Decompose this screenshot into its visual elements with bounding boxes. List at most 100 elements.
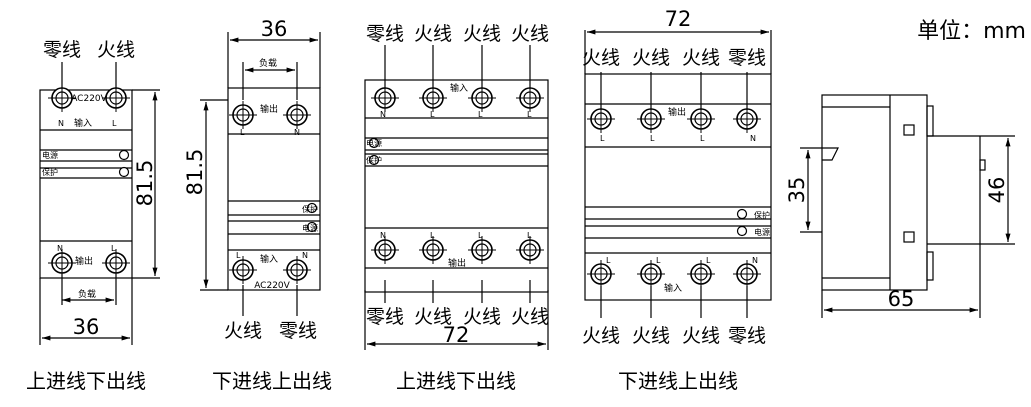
wire-label-neutral: 零线 [366, 23, 404, 45]
terminal-screw-icon [283, 256, 311, 284]
terminal-screw-icon [516, 84, 544, 112]
terminal-screw-icon [637, 260, 665, 288]
input-label: 输入 [74, 117, 92, 129]
terminal-screw-icon [371, 236, 399, 264]
terminal-screw-icon [587, 105, 615, 133]
depth-dimension: 46 [985, 177, 1009, 204]
output-label: 输出 [260, 103, 278, 115]
terminal-screw-icon [283, 101, 311, 129]
terminal-label-n: N [752, 256, 758, 265]
wire-label-live: 火线 [97, 39, 135, 61]
output-label: 输出 [75, 255, 93, 267]
wire-label-live: 火线 [632, 47, 670, 69]
depth-dimension: 35 [785, 177, 809, 204]
input-label: 输入 [260, 253, 278, 265]
terminal-screw-icon [468, 84, 496, 112]
terminal-label-l: L [236, 251, 241, 260]
load-label: 负载 [259, 57, 277, 69]
power-indicator-icon [306, 221, 318, 233]
terminal-screw-icon [229, 101, 257, 129]
input-label: 输入 [450, 82, 468, 94]
protect-indicator-icon [368, 154, 380, 166]
terminal-label-l: L [706, 256, 711, 265]
ac-voltage-label: AC220V [254, 281, 290, 291]
terminal-screw-icon [102, 249, 130, 277]
terminal-label-n: N [750, 134, 756, 143]
terminal-screw-icon [102, 84, 130, 112]
protect-indicator-icon [118, 166, 130, 178]
wire-label-live: 火线 [582, 47, 620, 69]
power-label: 电源 [302, 223, 318, 233]
terminal-label-l: L [650, 134, 655, 143]
wire-label-live: 火线 [511, 306, 549, 328]
wire-label-neutral: 零线 [728, 47, 766, 69]
terminal-screw-icon [516, 236, 544, 264]
terminal-screw-icon [468, 236, 496, 264]
terminal-label-l: L [240, 128, 245, 137]
wire-label-live: 火线 [463, 306, 501, 328]
power-indicator-icon [118, 149, 130, 161]
power-indicator-icon [736, 225, 748, 237]
height-dimension: 81.5 [133, 160, 157, 207]
load-label: 负载 [78, 288, 96, 300]
power-label: 电源 [754, 227, 770, 237]
protect-label: 保护 [366, 155, 382, 165]
wire-label-live: 火线 [414, 23, 452, 45]
terminal-label-l: L [430, 231, 435, 240]
terminal-label-l: L [111, 244, 116, 253]
wire-label-neutral: 零线 [728, 325, 766, 347]
height-dimension: 81.5 [183, 149, 207, 196]
terminal-label-l: L [430, 110, 435, 119]
terminal-label-l: L [527, 231, 532, 240]
terminal-label-n: N [302, 251, 308, 260]
terminal-screw-icon [587, 260, 615, 288]
width-dimension: 72 [665, 7, 692, 31]
terminal-screw-icon [48, 249, 76, 277]
wire-label-live: 火线 [632, 325, 670, 347]
width-dimension: 72 [443, 323, 470, 347]
terminal-screw-icon [687, 260, 715, 288]
wire-label-live: 火线 [682, 47, 720, 69]
power-indicator-icon [368, 137, 380, 149]
width-dimension: 65 [888, 287, 915, 311]
wire-label-neutral: 零线 [43, 39, 81, 61]
terminal-label-l: L [600, 134, 605, 143]
terminal-label-l: L [606, 256, 611, 265]
wire-label-live: 火线 [682, 325, 720, 347]
terminal-label-l: L [112, 119, 117, 128]
terminal-screw-icon [371, 84, 399, 112]
output-label: 输出 [668, 106, 686, 118]
caption: 下进线上出线 [618, 369, 738, 393]
unit-label: 单位：mm [917, 19, 1026, 44]
terminal-label-l: L [700, 134, 705, 143]
width-dimension: 36 [73, 315, 100, 339]
protect-indicator-icon [306, 202, 318, 214]
terminal-screw-icon [637, 105, 665, 133]
input-label: 输入 [664, 282, 682, 294]
terminal-label-l: L [656, 256, 661, 265]
caption: 下进线上出线 [212, 369, 332, 393]
caption: 上进线下出线 [26, 369, 146, 393]
terminal-label-n: N [57, 244, 63, 253]
power-label: 电源 [42, 150, 58, 160]
wire-label-live: 火线 [224, 320, 262, 342]
terminal-screw-icon [419, 84, 447, 112]
terminal-label-n: N [380, 110, 386, 119]
terminal-label-n: N [380, 231, 386, 240]
ac-voltage-label: AC220V [71, 94, 107, 104]
terminal-screw-icon [687, 105, 715, 133]
terminal-screw-icon [733, 260, 761, 288]
terminal-label-l: L [478, 110, 483, 119]
caption: 上进线下出线 [396, 369, 516, 393]
width-dimension: 36 [261, 17, 288, 41]
terminal-label-n: N [294, 128, 300, 137]
protect-label: 保护 [754, 210, 770, 220]
wire-label-live: 火线 [414, 306, 452, 328]
power-label: 电源 [366, 138, 382, 148]
output-label: 输出 [448, 257, 466, 269]
terminal-label-l: L [478, 231, 483, 240]
protect-label: 保护 [302, 204, 318, 214]
wire-label-live: 火线 [582, 325, 620, 347]
terminal-label-l: L [527, 110, 532, 119]
terminal-screw-icon [419, 236, 447, 264]
